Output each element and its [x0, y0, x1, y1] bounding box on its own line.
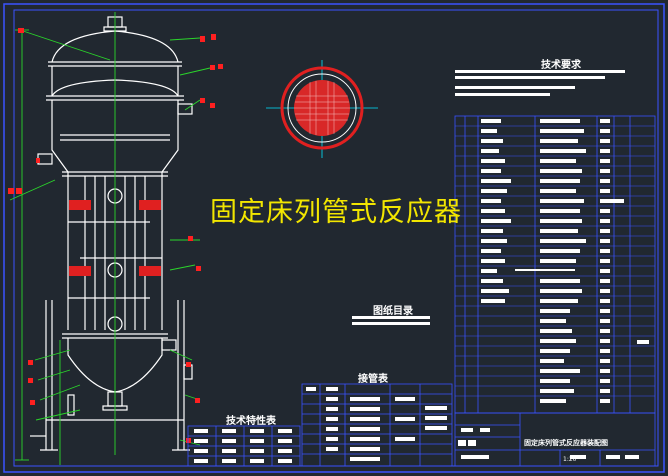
nozzle-table [301, 383, 453, 467]
parts-list-cell-text [481, 119, 649, 403]
technical-characteristics-cells [194, 429, 292, 463]
dimension-lines [9, 12, 211, 465]
parts-list-rows [455, 125, 655, 397]
catalyst-bands [69, 200, 161, 276]
technical-requirements-heading: 技术要求 [541, 60, 581, 71]
nozzle-table-cells [306, 387, 447, 461]
nozzle-table-heading: 接管表 [358, 374, 388, 385]
technical-characteristics-table [187, 425, 301, 467]
technical-characteristics-heading: 技术特性表 [226, 416, 276, 427]
callout-markers [8, 28, 223, 443]
drawing-title: 固定床列管式反应器 [210, 197, 462, 228]
drawing-index-heading: 图纸目录 [373, 306, 413, 317]
scale-value: 1:20 [563, 456, 577, 463]
technical-requirements-lines [455, 70, 625, 96]
drawing-index-table [352, 316, 430, 325]
title-block-name: 固定床列管式反应器装配图 [524, 439, 608, 447]
title-block-cells [458, 428, 639, 459]
title-block [454, 412, 656, 467]
drawing-border [3, 3, 665, 473]
reactor-vessel [30, 16, 193, 451]
tube-sheet-section-view [266, 60, 378, 158]
